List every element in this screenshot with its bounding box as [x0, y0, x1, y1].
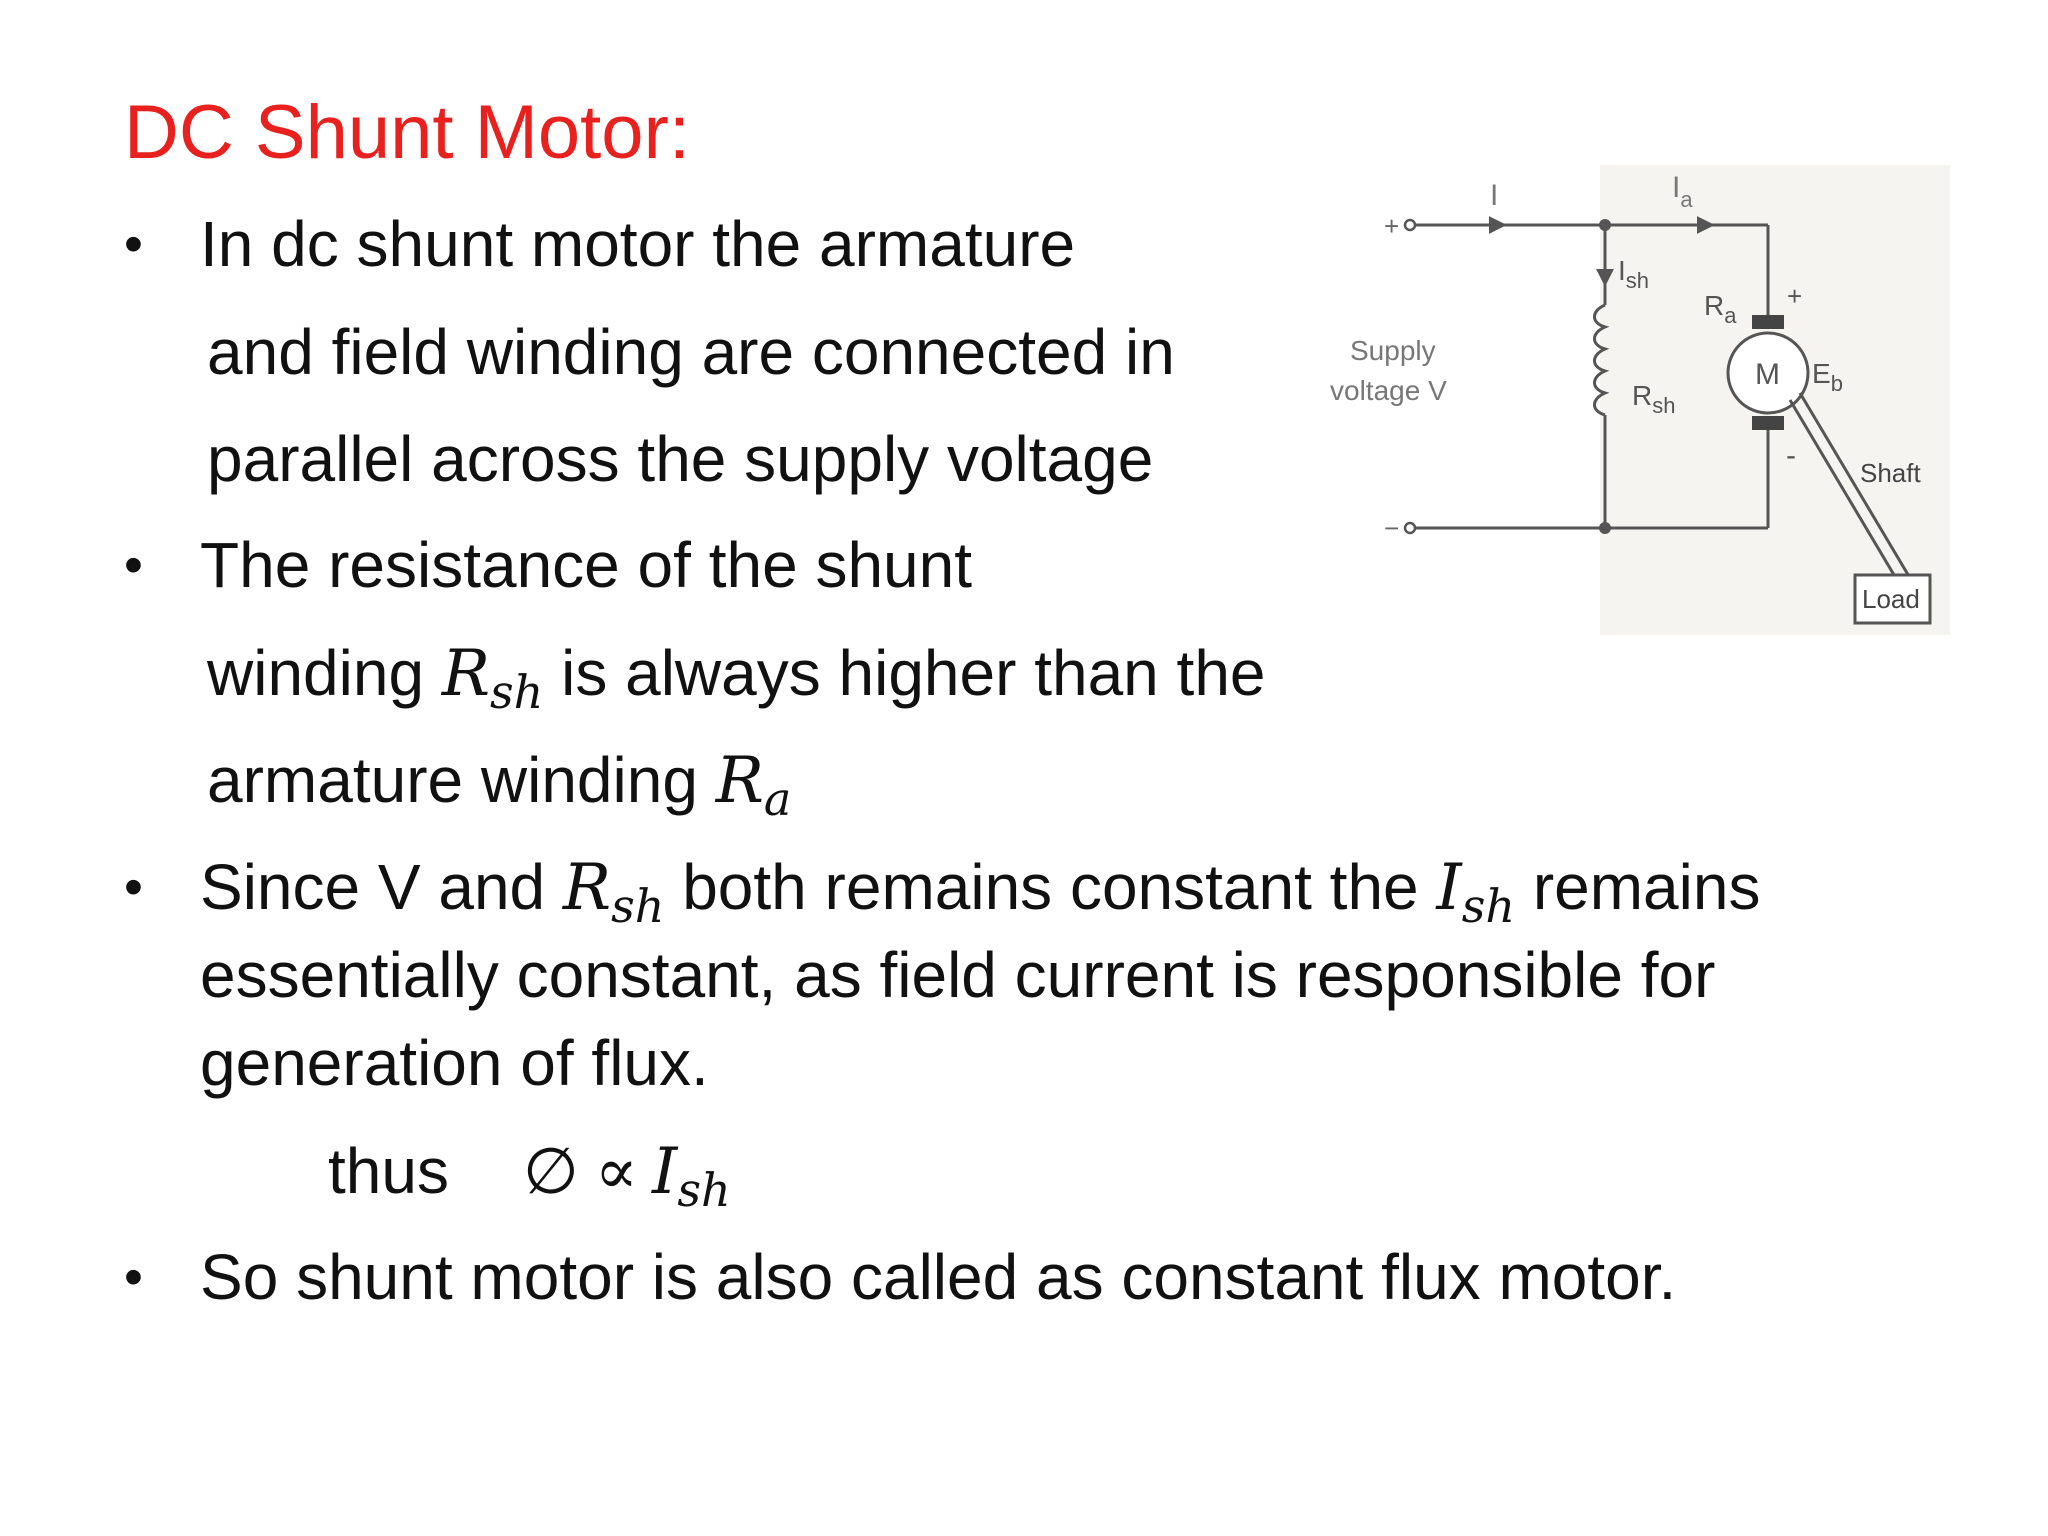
- bullet-marker: •: [124, 1247, 143, 1307]
- current-ish-label: Ish: [1618, 255, 1649, 293]
- motor-plus-label: +: [1787, 281, 1802, 311]
- symbol-rsh: Rsh: [441, 637, 544, 715]
- symbol-letter: R: [441, 637, 490, 711]
- symbol-subscript: sh: [1461, 878, 1516, 933]
- symbol-subscript: sh: [611, 878, 665, 933]
- text-run: Since V and: [200, 851, 563, 923]
- symbol-rsh: Rsh: [562, 851, 665, 929]
- text-run: is always higher than the: [543, 637, 1266, 709]
- supply-label-line-1: Supply: [1350, 335, 1436, 366]
- armature-motor: [1726, 331, 1810, 415]
- motor-label: M: [1755, 358, 1780, 391]
- supply-label-line-2: voltage V: [1330, 375, 1447, 406]
- symbol-ra: Ra: [715, 744, 792, 822]
- bullet-1-line-1: In dc shunt motor the armature: [200, 208, 1076, 280]
- symbol-subscript: sh: [490, 664, 544, 719]
- text-run: both remains constant the: [664, 851, 1437, 923]
- text-run: winding: [207, 637, 442, 709]
- bullet-4-line-1: So shunt motor is also called as constan…: [200, 1241, 1677, 1313]
- current-ia-label: Ia: [1672, 171, 1693, 212]
- current-i-label: I: [1490, 179, 1498, 212]
- bullet-1-line-2: and field winding are connected in: [207, 316, 1175, 388]
- symbol-subscript: sh: [677, 1162, 731, 1217]
- bullet-3-line-2: essentially constant, as field current i…: [200, 939, 1716, 1011]
- plus-label: +: [1384, 211, 1399, 241]
- symbol-ish: Ish: [652, 1135, 731, 1213]
- symbol-letter: R: [715, 744, 764, 818]
- load-label: Load: [1862, 584, 1920, 614]
- minus-label: −: [1384, 513, 1399, 543]
- bullet-1-line-3: parallel across the supply voltage: [207, 423, 1154, 495]
- circuit-svg: + − I Ia Ish Rsh Supply voltage V M Ra +…: [1330, 165, 1950, 635]
- plus-terminal: [1403, 218, 1417, 232]
- slide-title: DC Shunt Motor:: [124, 90, 690, 175]
- text-run: remains: [1515, 851, 1761, 923]
- motor-minus-label: -: [1786, 439, 1796, 472]
- bullet-3-line-1: Since V and Rsh both remains constant th…: [200, 849, 1761, 929]
- shaft-line-1: [1788, 399, 1902, 586]
- text-run: armature winding: [207, 744, 716, 816]
- symbol-ish: Ish: [1436, 851, 1515, 929]
- phi-symbol: ∅: [522, 1135, 579, 1209]
- bullet-3-line-3: generation of flux.: [200, 1027, 709, 1099]
- bullet-marker: •: [124, 535, 143, 595]
- symbol-letter: R: [562, 851, 612, 925]
- bullet-2-line-1: The resistance of the shunt: [200, 529, 972, 601]
- load-box: [1853, 573, 1932, 625]
- proportional-symbol: ∝: [594, 1135, 639, 1209]
- bullet-marker: •: [124, 857, 143, 917]
- minus-terminal: [1403, 521, 1417, 535]
- shaft-label: Shaft: [1860, 458, 1921, 488]
- shunt-field-coil: [1593, 303, 1610, 417]
- symbol-subscript: a: [763, 771, 792, 826]
- bullet-marker: •: [124, 214, 143, 274]
- ra-label: Ra: [1704, 290, 1737, 328]
- shaft-line-2: [1798, 392, 1912, 579]
- bullet-2-line-2: winding Rsh is always higher than the: [207, 635, 1266, 715]
- symbol-letter: I: [1436, 851, 1462, 925]
- rsh-label: Rsh: [1632, 380, 1675, 418]
- shunt-motor-circuit-diagram: + − I Ia Ish Rsh Supply voltage V M Ra +…: [1300, 165, 1950, 645]
- symbol-letter: I: [652, 1135, 678, 1209]
- formula-line: thus ∅∝Ish: [328, 1133, 731, 1213]
- eb-label: Eb: [1812, 358, 1843, 396]
- bullet-2-line-3: armature winding Ra: [207, 742, 792, 822]
- formula-word: thus: [328, 1135, 449, 1207]
- brush-bottom: [1752, 416, 1784, 430]
- brush-top: [1752, 315, 1784, 329]
